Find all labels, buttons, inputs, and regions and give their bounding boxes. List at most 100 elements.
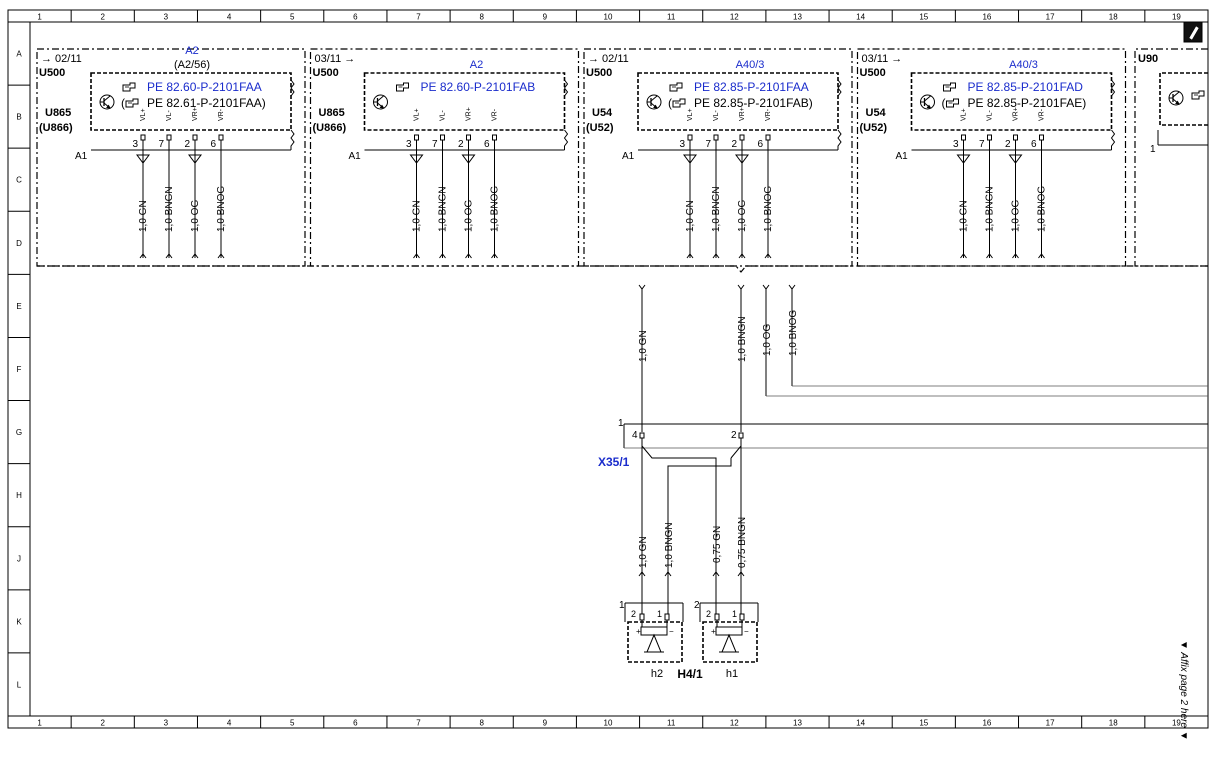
module-ref-secondary: PE 82.85-P-2101FAE) [968,96,1087,110]
bus-wire-label: 1,0 OG [762,324,773,356]
pencil-icon [1183,21,1203,43]
speaker-dashed-box [627,621,683,663]
module-ref-open-paren: ( [121,96,125,110]
module-wire-label: 1,0 GN [685,200,696,232]
module-wire-label: 1,0 BNOG [763,186,774,232]
module-pin-terminal [492,134,497,141]
amplifier-arrow [106,104,111,109]
amplifier-transistor-icon [646,94,662,110]
lower-wire-label: 0,75 GN [712,526,723,563]
module-sub-code-alt: (U52) [586,122,614,134]
grid-col-label-top: 18 [1109,13,1118,22]
module-pin-function: VR+ [192,107,199,121]
lower-wire-crossover-a [641,445,717,620]
module-pin-terminal [466,134,471,141]
grid-col-label-top: 15 [919,13,928,22]
grid-row-label: E [16,302,21,311]
module-pin-function: VL+ [414,108,421,121]
module-ground-triangle [461,154,476,164]
module-pin-number: 3 [406,139,412,150]
module-ref-open-paren: ( [942,96,946,110]
grid-col-label-bottom: 13 [793,719,802,728]
module-pin-number: 2 [731,139,737,150]
module-pin-function: VL- [440,109,447,121]
module-pin-number: 6 [484,139,490,150]
wire-break-symbol [960,253,967,259]
module-ref-secondary: PE 82.61-P-2101FAA) [147,96,266,110]
module-pin-number: 7 [979,139,985,150]
grid-row-label: B [16,113,21,122]
grid-col-label-bottom: 1 [37,719,42,728]
speaker-cone [721,633,737,653]
module-pin-function: VR- [765,108,772,121]
module-wire-label: 1,0 BNGN [985,186,996,232]
module-pin-function: VR- [218,108,225,121]
module-pin-function: VR+ [1013,107,1020,121]
module-ground-triangle [683,154,697,164]
amplifier-collector [103,95,111,102]
wire-break-symbol [638,571,646,577]
module-wire-label: 1,0 GN [138,200,149,232]
module-pin-function: VR+ [739,107,746,121]
module-pin-terminal [713,134,719,141]
module-zigzag-lower [1110,129,1116,150]
grid-col-label-bottom: 7 [416,719,421,728]
module-code: U500 [586,67,612,79]
module-pin-function: VL- [987,109,994,121]
grid-col-label-bottom: 2 [101,719,106,728]
grid-col-label-top: 8 [479,13,484,22]
grid-col-label-top: 12 [730,13,739,22]
speaker-pin-terminal [714,613,720,621]
lower-wire-label: 0,75 BNGN [737,517,748,568]
module-zigzag [290,79,295,97]
module-pin-terminal [440,134,445,141]
grid-col-label-top: 16 [982,13,991,22]
module-ref-secondary: PE 82.85-P-2101FAB) [694,96,813,110]
wire-break-symbol [139,253,147,259]
module-inner-box [363,72,566,131]
module-wire-label: 1,0 BNGN [164,186,175,232]
module-sub-code-alt: (U866) [313,122,347,134]
module-sub-code-alt: (U52) [860,122,888,134]
pointing-hand-icon [672,98,686,108]
module-sub-code: U54 [866,107,887,119]
affix-page-note: ▼ Affix page 2 here ▼ [1173,640,1193,770]
wire-break-symbol [165,253,173,259]
module-pin-number: 3 [953,139,959,150]
lower-wire-crossover-b [667,458,732,620]
wire-terminal-symbol [788,284,796,290]
grid-references: 1122334455667788991010111112121313141415… [8,10,1181,728]
pencil-icon-shape [1188,25,1200,41]
module-pin-terminal [192,134,198,141]
module-sub-code-alt: (U866) [39,122,73,134]
wire-break-symbol [465,253,472,259]
module-sub-code: U865 [45,107,71,119]
speaker-unit-index: 1 [619,600,625,611]
wire-break-symbol [712,571,720,577]
amplifier-collector [377,95,384,102]
module-date: → 02/11 [588,53,629,65]
grid-col-label-bottom: 15 [919,719,928,728]
grid-col-label-bottom: 5 [290,719,295,728]
module-wire-label: 1,0 OG [1011,200,1022,232]
speaker-dashed-box [702,621,758,663]
amplifier-transistor-icon [99,94,115,110]
module-ground-triangle [735,154,749,164]
wire-terminal-symbol [762,284,770,290]
module-subtitle: (A2/56) [174,59,210,71]
module-pin-number: 6 [757,139,763,150]
module-zigzag-lower [563,129,569,150]
bus-bracket [37,265,1208,273]
grid-col-label-bottom: 9 [543,719,548,728]
x35-pin-4: 4 [632,430,638,441]
grid-col-label-bottom: 6 [353,719,358,728]
module-ground-triangle [188,154,202,164]
amplifier-transistor-icon [373,94,388,110]
module-ground-triangle [1008,154,1023,164]
module-connector-label: A1 [622,151,635,162]
